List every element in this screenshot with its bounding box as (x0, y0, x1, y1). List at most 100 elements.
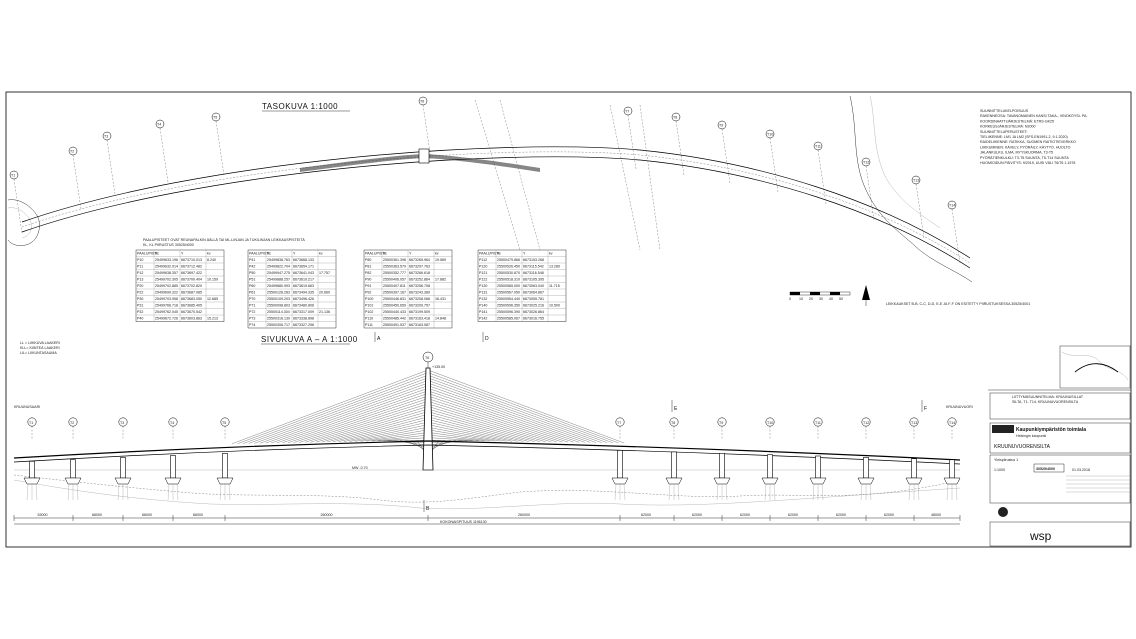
table-header: PAALUPISTE (365, 252, 388, 256)
table-cell: P32 (137, 310, 143, 314)
cable-stay-left (276, 390, 429, 444)
tower-plan (418, 148, 430, 164)
pile (917, 483, 920, 501)
span-dimension-1: 53000 (38, 513, 48, 517)
table-cell: 6673610.217 (293, 278, 314, 282)
total-length: KOKONAISPITUUS 1196130 (440, 520, 487, 524)
span-dimension-5: 260000 (321, 513, 333, 517)
pile (35, 483, 38, 501)
table-cell: P132 (479, 297, 487, 301)
shoreline-right (849, 95, 973, 283)
cable-stay-right (427, 434, 485, 441)
table-cell: 6673026.864 (523, 310, 544, 314)
table-cell: 6673710.013 (181, 258, 202, 262)
owner-box (989, 422, 1131, 454)
plan-support-label: T7 (625, 110, 629, 114)
deck-plan-edge-bottom (21, 156, 971, 269)
table-cell: 6673654.171 (293, 265, 314, 269)
pile (668, 483, 671, 501)
support-t12: T12 (857, 417, 875, 501)
plan-support-t4: T4 (155, 119, 169, 183)
cable-stay-right (427, 401, 557, 443)
plan-support-t11: T11 (813, 141, 827, 205)
cable-stay-left (310, 406, 429, 443)
pier-t3 (120, 457, 126, 479)
cable-stay-left (377, 437, 429, 442)
table-cell: 6673712.482 (181, 265, 202, 269)
scale-tick-0: 0 (789, 297, 791, 301)
elevation-title: SIVUKUVA A – A 1:1000 (261, 335, 358, 344)
table-cell: P140 (479, 304, 487, 308)
table-cell: 6673209.757 (409, 304, 430, 308)
table-cell: P13 (137, 278, 143, 282)
support-label-t8: T8 (671, 421, 675, 425)
pile-cap-t7 (611, 477, 629, 485)
north-arrow-icon (862, 285, 870, 306)
pile (725, 483, 728, 501)
scale-tick-20: 20 (809, 297, 813, 301)
note-line-5: SUUNNITTELUPERUSTEET: (980, 130, 1028, 134)
deck-plan-edge-top (21, 146, 971, 259)
svg-text:B: B (426, 506, 430, 512)
plan-support-t2: T2 (68, 146, 82, 210)
table-cell: P61 (249, 291, 255, 295)
bedrock-profile (13, 479, 961, 509)
table-cell: 6673105.395 (523, 278, 544, 282)
pile-cap-t5 (216, 477, 234, 485)
span-dimension-3: 66000 (142, 513, 152, 517)
table-cell: 25500554.440 (497, 297, 520, 301)
table-header: PAALUPISTE (249, 252, 272, 256)
table-cell: 25499702.885 (155, 284, 178, 288)
table-cell: 25499703.958 (155, 297, 178, 301)
table-cell: 6673252.864 (409, 278, 430, 282)
pile (677, 483, 680, 501)
cable-stay-left (355, 427, 429, 442)
pier-t11 (815, 455, 821, 479)
plan-support-label: T1 (11, 174, 15, 178)
key-map-bridge (1074, 363, 1119, 373)
pile-cap-t4 (164, 477, 182, 485)
support-label-t12: T12 (863, 421, 869, 425)
table-cell: 25499880.993 (267, 284, 290, 288)
pier-t2 (70, 459, 76, 479)
pile (167, 483, 170, 501)
table-cell: P30 (137, 297, 143, 301)
plan-support-label: T10 (767, 133, 773, 137)
table-cell: P50 (249, 271, 255, 275)
table-cell: 25500567.050 (497, 291, 520, 295)
abbr-2: KLL= KIINTEÄ LAAKERI (20, 346, 60, 350)
owner: Kaupunkiympäristön toimiala (1016, 427, 1086, 433)
table-cell: P22 (137, 291, 143, 295)
support-t5: T5 (216, 417, 234, 501)
deck-elevation (13, 440, 961, 461)
table-cell: P131 (479, 291, 487, 295)
plan-support-label: T4 (157, 123, 161, 127)
support-label-t11: T11 (815, 421, 821, 425)
support-t3: T3 (114, 417, 132, 501)
seabed-profile (13, 474, 961, 503)
table-cell: 6673496.426 (293, 297, 314, 301)
table-cell: P72 (249, 310, 255, 314)
table-cell: 6673668.133 (293, 258, 314, 262)
svg-text:F: F (924, 406, 927, 412)
scale-tick-30: 30 (819, 297, 823, 301)
table-cell: 25499632.014 (155, 265, 178, 269)
table-cell: 6673494.335 (293, 291, 314, 295)
plan-support-t14: T14 (947, 200, 961, 264)
cable-stay-right (427, 398, 563, 443)
table-header: Y (293, 252, 296, 256)
pile (117, 483, 120, 501)
cable-stay-left (231, 369, 429, 444)
table-cell: 6673317.009 (293, 310, 314, 314)
pile (955, 483, 958, 501)
note-line-4: KORKEUSJÄRJESTELMÄ: N2000 (980, 125, 1036, 129)
table-cell: 25500316.139 (267, 317, 290, 321)
pile-cap-t2 (64, 477, 82, 485)
cable-stay-right (427, 416, 524, 442)
table-cell: 15.213 (207, 317, 218, 321)
coordinate-tables: PAALUPISTEET OVAT REUNAPALKIN ÄÄLLÄ TAI … (135, 238, 567, 329)
company-logo: wsp (1029, 529, 1052, 543)
note-line-3: KOORDINAATTIJÄRJESTELMÄ: ETRS-GK25 (980, 119, 1054, 123)
table-cell: P102 (365, 310, 373, 314)
